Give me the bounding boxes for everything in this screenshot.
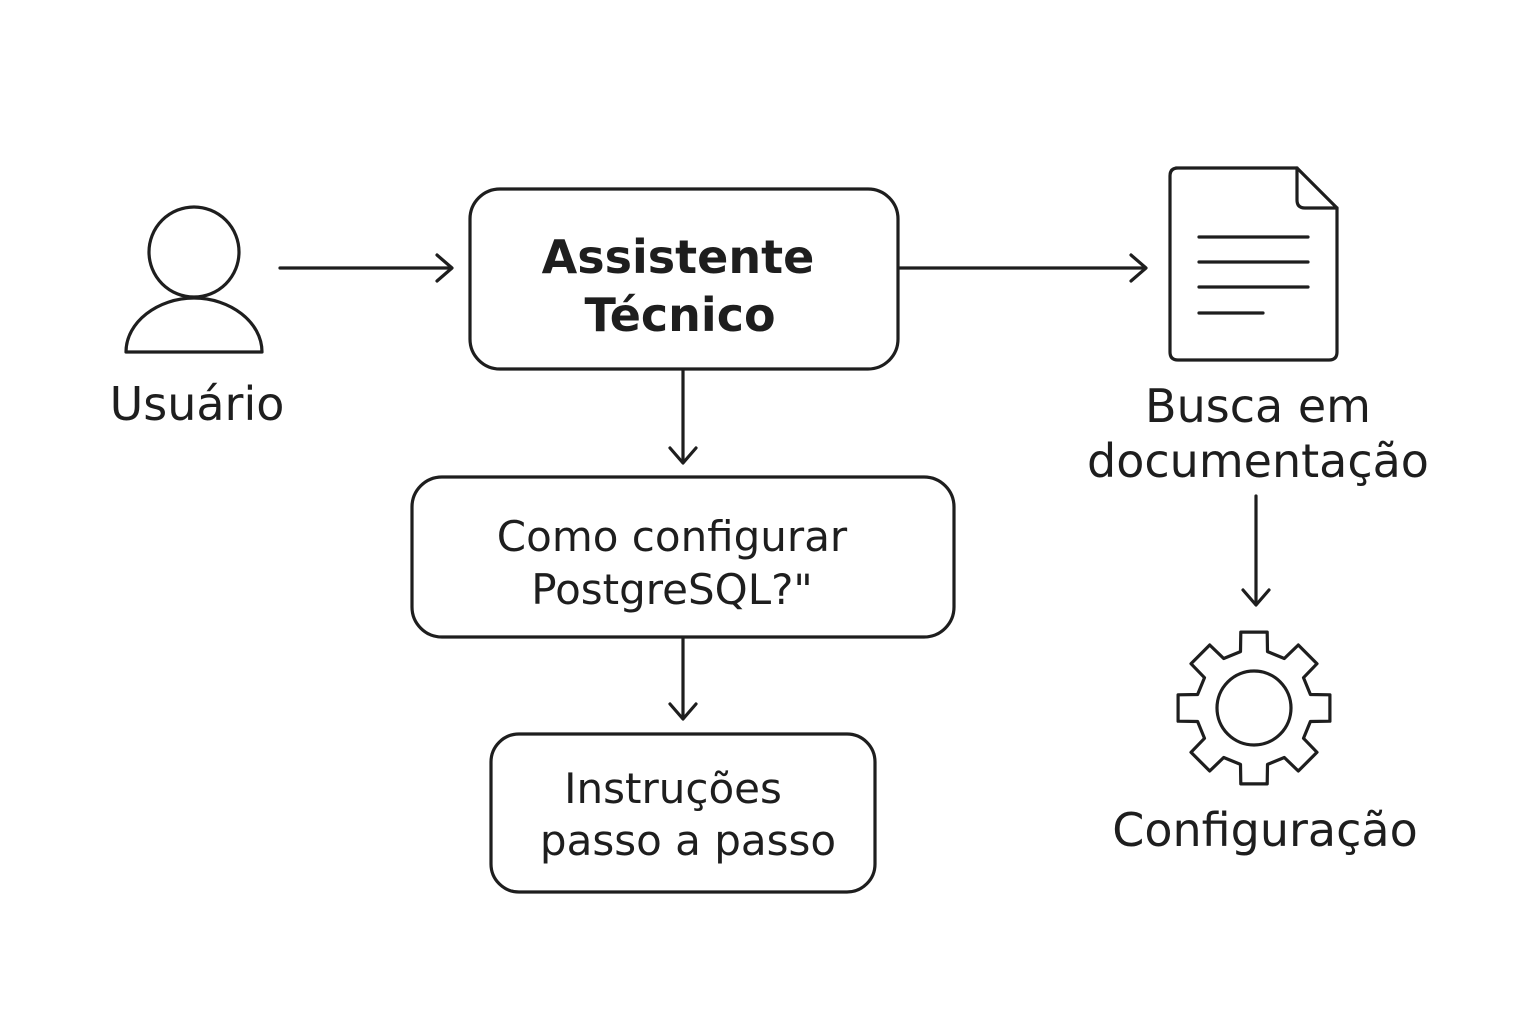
node-user: Usuário (110, 205, 285, 431)
question-box (410, 475, 956, 639)
document-icon (1168, 166, 1339, 362)
assistant-box (468, 187, 900, 371)
assistant-label-line2: Técnico (584, 288, 775, 342)
assistant-label-line1: Assistente (542, 230, 815, 284)
node-configuration: Configuração (1112, 630, 1418, 857)
instructions-label-line2: passo a passo (540, 816, 836, 865)
user-label: Usuário (110, 377, 285, 431)
user-icon (124, 205, 264, 354)
question-label-line2: PostgreSQL?" (531, 565, 812, 614)
gear-icon (1176, 630, 1332, 786)
configuration-label: Configuração (1112, 803, 1417, 857)
docs-search-label-line1: Busca em (1145, 379, 1371, 433)
question-label-line1: Como configurar (497, 512, 848, 561)
edge-user-to-assistant (278, 253, 454, 283)
instructions-box (489, 732, 877, 894)
instructions-label-line1: Instruções (564, 764, 782, 813)
edge-assistant-to-question (668, 368, 698, 465)
edge-question-to-instructions (668, 636, 698, 721)
node-question: Como configurar PostgreSQL?" (410, 475, 956, 639)
edge-docs-search-to-configuration (1241, 494, 1271, 607)
node-assistant: Assistente Técnico (468, 187, 900, 371)
node-docs-search: Busca em documentação (1087, 166, 1429, 488)
edge-assistant-to-docs-search (897, 253, 1148, 283)
node-instructions: Instruções passo a passo (489, 732, 877, 894)
docs-search-label-line2: documentação (1087, 434, 1429, 488)
